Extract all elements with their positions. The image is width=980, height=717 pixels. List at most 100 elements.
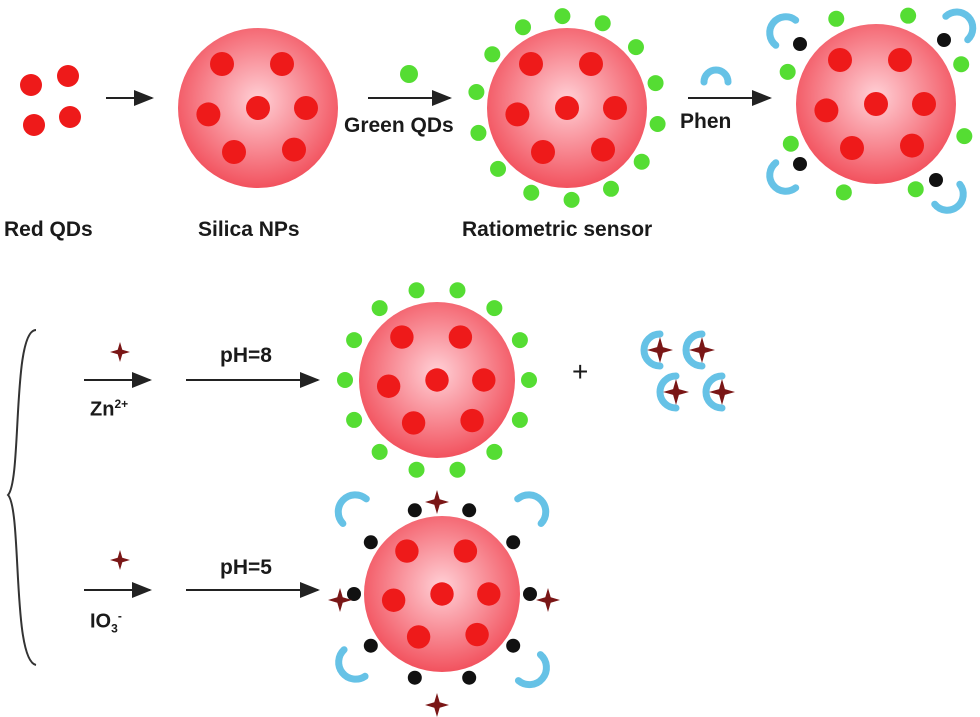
label-ph8: pH=8 [220,344,272,367]
red-qd-dot [20,74,42,96]
io-charge: - [117,609,122,623]
green-qd-dot [521,372,537,388]
red-qd-dot [453,539,478,563]
green-qd-dot [337,372,353,388]
red-qd-dot [579,52,603,76]
io-subscript: 3 [111,621,118,636]
green-qd-dot [649,115,666,132]
green-qd-dot [400,65,418,83]
green-qd-dot [468,84,485,101]
red-qd-dot [381,588,406,612]
analyte-star [425,693,449,717]
black-dot [793,37,807,51]
black-dot [347,587,361,601]
analyte-star [647,337,673,363]
red-qd-dot [477,582,501,606]
green-qd-dot [346,411,363,428]
green-qd-dot [563,191,580,208]
black-dot [462,670,477,685]
green-qd-dot [602,180,619,197]
red-qd-dot [864,92,888,116]
label-ratiometric-sensor: Ratiometric sensor [462,218,653,241]
red-qd-dot [555,96,579,120]
analyte-star [110,550,130,570]
red-qd-dot [531,140,555,164]
black-dot [506,638,521,653]
green-qd-dot [907,181,924,198]
label-green-qds: Green QDs [344,114,454,137]
red-qd-dot [222,140,246,164]
zn-base: Zn [90,398,115,421]
green-qd-dot [900,7,917,24]
red-qd-dot [472,368,496,392]
red-qd-dot [828,48,852,72]
black-dot [407,503,422,518]
green-qd-dot [956,128,973,145]
red-qd-dot [23,114,45,136]
green-qd-dot [408,282,425,299]
green-qd-dot [449,282,466,299]
red-qd-dot [912,92,936,116]
green-qd-dot [782,135,799,152]
phen-ligand-arc [640,330,664,370]
red-qd-dot [900,133,924,158]
black-dot [937,33,951,47]
analyte-star [709,379,735,405]
green-qd-dot [371,300,388,317]
red-qd-dot [376,374,401,398]
red-qd-dot [294,96,318,120]
analyte-star [110,342,130,362]
red-qd-dot [270,52,294,76]
red-qd-dot [210,52,234,76]
phen-ligand-arc [514,651,550,689]
bracket [6,329,37,666]
red-qd-dot [406,625,431,649]
red-qd-dot [395,539,419,563]
red-qd-dot [448,325,473,349]
red-qd-dot [196,102,221,127]
red-qd-dot [282,137,306,162]
black-dot [523,587,537,601]
phen-ligand-arc [931,180,967,214]
red-qd-dot [401,411,426,435]
io-base: IO [90,610,112,633]
phen-ligand-arc [682,330,706,370]
green-qd-dot [346,332,363,349]
label-silica-nps: Silica NPs [198,218,300,241]
phen-ligand-arc [335,646,369,683]
phen-ligand-arc [942,8,977,44]
red-qd-dot [814,98,839,123]
black-dot [363,535,378,550]
zn-charge: 2+ [114,397,129,411]
phen-ligand-arc [702,372,726,412]
green-qd-dot [371,443,388,460]
black-dot [793,157,807,171]
black-dot [929,173,943,187]
red-qd-dot [840,136,864,160]
green-qd-dot [470,124,487,141]
green-qd-dot [953,56,970,73]
red-qd-dot [603,96,627,120]
phen-ligand-arc [334,491,370,527]
green-qd-dot [490,160,507,177]
green-qd-dot [486,443,503,460]
red-qd-dot [246,96,270,120]
green-qd-dot [554,8,571,25]
red-qd-dot [390,325,414,349]
green-qd-dot [647,75,664,92]
red-qd-dot [59,106,81,128]
red-qd-dot [465,622,489,647]
label-iodate: IO3- [90,609,122,636]
green-qd-dot [408,461,425,478]
green-qd-dot [511,332,528,349]
green-qd-dot [627,39,644,56]
green-qd-dot [486,300,503,317]
analyte-star [689,337,715,363]
red-qd-dot [460,408,484,433]
label-red-qds: Red QDs [4,218,93,241]
red-qd-dot [591,137,615,162]
red-qd-dot [57,65,79,87]
phen-ligand-arc [766,159,800,195]
black-dot [462,503,477,518]
